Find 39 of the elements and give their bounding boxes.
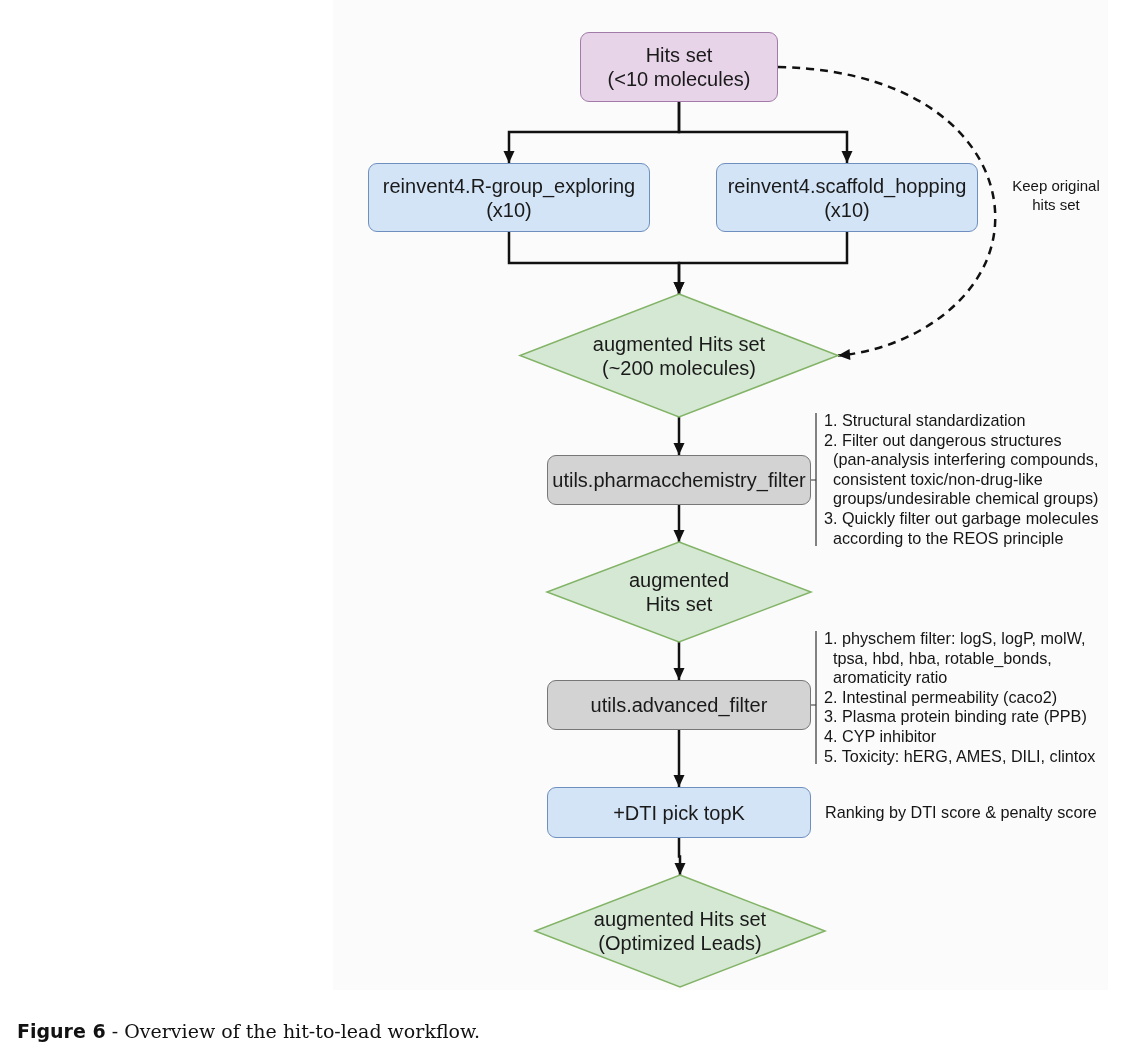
note-text: 2. Intestinal permeability (caco2)	[824, 687, 1059, 708]
node-label: augmented Hits set	[592, 331, 766, 356]
decision-diamond	[535, 875, 825, 987]
arrow	[673, 232, 849, 294]
node-label: (~200 molecules)	[602, 355, 756, 380]
arrow	[677, 102, 853, 163]
figure-caption: Figure 6 - Overview of the hit-to-lead workflow.	[17, 1019, 481, 1044]
process-box	[547, 455, 811, 505]
node-label: augmented Hits set	[627, 568, 731, 616]
process-box	[368, 163, 650, 232]
arrow	[673, 642, 685, 680]
dashed-arrow	[777, 65, 997, 360]
process-box	[716, 163, 978, 232]
arrow	[673, 417, 685, 455]
node-label: (<10 molecules)	[607, 67, 751, 91]
arrow	[673, 730, 685, 787]
note-text: 2. Filter out dangerous structures (pan-analysis interfering compounds, consistent toxic/non-drug-like groups/undesirable chemical groups)	[824, 430, 1100, 509]
node-label: +DTI pick topK	[613, 800, 745, 825]
note-text: 4. CYP inhibitor	[824, 726, 938, 747]
note-text: Ranking by DTI score & penalty score	[825, 803, 1098, 823]
arrow	[673, 505, 685, 542]
decision-diamond	[547, 542, 811, 642]
note-text: 5. Toxicity: hERG, AMES, DILI, clintox	[824, 746, 1097, 767]
note-text: 3. Plasma protein binding rate (PPB)	[824, 707, 1088, 727]
node-label: utils.pharmacchemistry_filter	[552, 468, 806, 492]
node-label: utils.advanced_filter	[590, 693, 768, 717]
note-text: 1. Structural standardization	[824, 411, 1027, 431]
node-label: Hits set	[645, 43, 713, 67]
node-label: (x10)	[486, 198, 532, 222]
node-label: (Optimized Leads)	[598, 931, 762, 955]
note-text: 3. Quickly filter out garbage molecules according to the REOS principle	[824, 508, 1100, 549]
process-box	[580, 32, 778, 102]
node-label: reinvent4.scaffold_hopping	[727, 173, 967, 198]
process-box	[547, 787, 811, 838]
arrow	[674, 838, 686, 875]
node-label: (x10)	[824, 198, 870, 222]
process-box	[547, 680, 811, 730]
node-label: augmented Hits set	[593, 907, 767, 931]
node-label: reinvent4.R-group_exploring	[382, 173, 636, 198]
